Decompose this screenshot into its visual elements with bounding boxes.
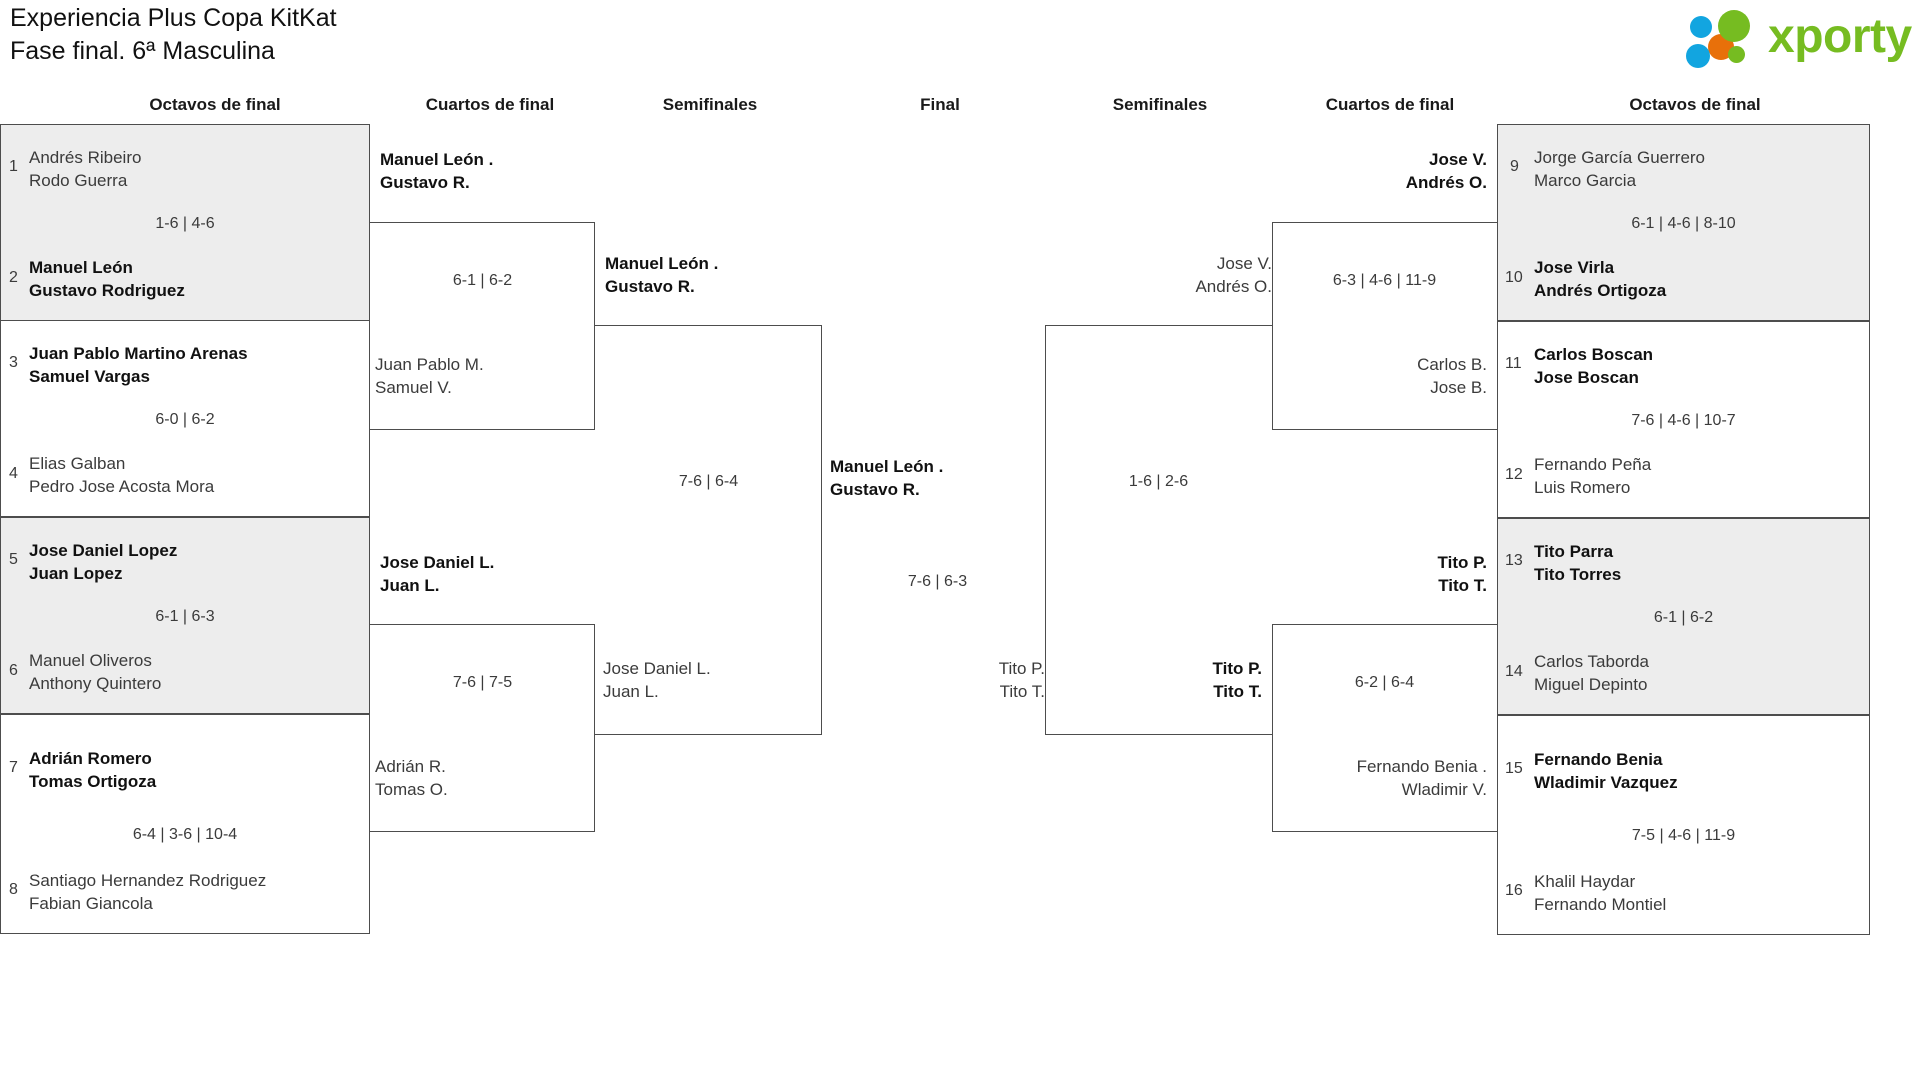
seed-number: 15 [1505, 760, 1523, 777]
advancing-team-right-semis-bottom: Tito P. Tito T. [1212, 659, 1262, 701]
connector-right-semis [1045, 325, 1272, 735]
match-box-right-octavos-4[interactable]: 15 Fernando Benia Wladimir Vazquez 7-5 |… [1497, 715, 1870, 935]
seed-number: 7 [9, 759, 18, 776]
match-score-right-semis: 1-6 | 2-6 [1128, 473, 1189, 490]
match-score: 6-1 | 6-2 [1653, 609, 1714, 626]
seed-number: 10 [1505, 269, 1523, 286]
advancing-team-right-cuartos-2-bottom: Fernando Benia . Wladimir V. [1356, 757, 1487, 799]
seed-number: 8 [9, 881, 18, 898]
logo-dot-green-large [1718, 10, 1750, 42]
seed-number: 1 [9, 158, 18, 175]
match-box-left-octavos-2[interactable]: 3 Juan Pablo Martino Arenas Samuel Varga… [0, 320, 370, 517]
round-header-final: Final [920, 95, 960, 114]
advancing-team-left-semis-bottom: Jose Daniel L. Juan L. [603, 659, 711, 701]
team-names-bottom: Fernando Peña Luis Romero [1534, 455, 1652, 497]
round-header-right-octavos: Octavos de final [1629, 95, 1761, 114]
team-names-bottom: Manuel Oliveros Anthony Quintero [29, 651, 162, 693]
finalist-team: Tito P. Tito T. [998, 659, 1045, 701]
round-header-right-semis: Semifinales [1112, 95, 1208, 114]
team-names-bottom: Khalil Haydar Fernando Montiel [1534, 872, 1667, 914]
advancing-team-left-cuartos-2-top: Jose Daniel L. Juan L. [380, 553, 495, 595]
logo-dot-blue-small [1690, 16, 1712, 38]
xporty-logo: xporty [1686, 8, 1916, 68]
logo-wordmark: xporty [1768, 10, 1912, 63]
match-score-right-cuartos-2: 6-2 | 6-4 [1354, 674, 1415, 691]
tournament-name: Experiencia Plus Copa KitKat [10, 4, 337, 32]
connector-left-cuartos-1 [370, 222, 595, 430]
match-score: 1-6 | 4-6 [155, 215, 215, 232]
team-names-bottom: Santiago Hernandez Rodriguez Fabian Gian… [29, 871, 267, 913]
seed-number: 13 [1505, 552, 1523, 569]
team-names-top: Jose Daniel Lopez Juan Lopez [29, 541, 178, 583]
team-names-top: Juan Pablo Martino Arenas Samuel Vargas [29, 344, 248, 386]
seed-number: 11 [1505, 355, 1522, 372]
team-names-top: Andrés Ribeiro Rodo Guerra [29, 148, 142, 190]
team-names-bottom: Manuel León Gustavo Rodriguez [29, 258, 185, 300]
logo-dots-icon [1686, 10, 1772, 68]
seed-number: 4 [9, 465, 18, 482]
team-names-top: Fernando Benia Wladimir Vazquez [1534, 750, 1678, 792]
match-box-left-octavos-3[interactable]: 5 Jose Daniel Lopez Juan Lopez 6-1 | 6-3… [0, 517, 370, 714]
match-score: 6-1 | 6-3 [155, 608, 215, 625]
team-names-top: Jorge García Guerrero Marco Garcia [1534, 148, 1706, 190]
seed-number: 16 [1505, 882, 1523, 899]
tournament-phase: Fase final. 6ª Masculina [10, 37, 275, 65]
match-score: 7-6 | 4-6 | 10-7 [1631, 412, 1736, 429]
advancing-team-left-cuartos-2-bottom: Adrián R. Tomas O. [375, 757, 448, 799]
round-header-left-cuartos: Cuartos de final [425, 95, 555, 114]
connector-right-cuartos-1 [1272, 222, 1497, 430]
team-names-bottom: Carlos Taborda Miguel Depinto [1534, 652, 1649, 694]
seed-number: 12 [1505, 466, 1523, 483]
advancing-team-left-cuartos-1-top: Manuel León . Gustavo R. [380, 150, 494, 192]
advancing-team-right-semis-top: Jose V. Andrés O. [1195, 254, 1272, 296]
round-header-left-semis: Semifinales [662, 95, 758, 114]
advancing-team-right-cuartos-1-bottom: Carlos B. Jose B. [1417, 355, 1487, 397]
seed-number: 3 [9, 354, 18, 371]
logo-dot-blue-large [1686, 44, 1710, 68]
match-score: 6-1 | 4-6 | 8-10 [1631, 215, 1736, 232]
seed-number: 2 [9, 269, 18, 286]
match-score: 6-0 | 6-2 [155, 411, 215, 428]
seed-number: 9 [1510, 158, 1519, 175]
match-score: 7-5 | 4-6 | 11-9 [1631, 827, 1736, 844]
team-names-top: Adrián Romero Tomas Ortigoza [29, 749, 157, 791]
round-header-left-octavos: Octavos de final [149, 95, 281, 114]
champion-team: Manuel León . Gustavo R. [830, 457, 944, 499]
team-names-bottom: Elias Galban Pedro Jose Acosta Mora [29, 454, 215, 496]
seed-number: 14 [1505, 663, 1523, 680]
advancing-team-left-semis-top: Manuel León . Gustavo R. [605, 254, 719, 296]
match-score: 6-4 | 3-6 | 10-4 [132, 826, 238, 843]
page-title: Experiencia Plus Copa KitKat Fase final.… [10, 2, 337, 68]
seed-number: 6 [9, 662, 18, 679]
connector-left-cuartos-2 [370, 624, 595, 832]
match-box-right-octavos-3[interactable]: 13 Tito Parra Tito Torres 6-1 | 6-2 14 C… [1497, 518, 1870, 715]
match-score-final: 7-6 | 6-3 [907, 573, 968, 590]
match-box-left-octavos-4[interactable]: 7 Adrián Romero Tomas Ortigoza 6-4 | 3-6… [0, 714, 370, 934]
team-names-top: Tito Parra Tito Torres [1534, 542, 1622, 584]
match-box-right-octavos-2[interactable]: 11 Carlos Boscan Jose Boscan 7-6 | 4-6 |… [1497, 321, 1870, 518]
advancing-team-left-cuartos-1-bottom: Juan Pablo M. Samuel V. [375, 355, 484, 397]
logo-dot-green-small [1728, 46, 1745, 63]
connector-right-cuartos-2 [1272, 624, 1497, 832]
match-box-left-octavos-1[interactable]: 1 Andrés Ribeiro Rodo Guerra 1-6 | 4-6 2… [0, 124, 370, 321]
advancing-team-right-cuartos-1-top: Jose V. Andrés O. [1405, 150, 1487, 192]
team-names-top: Carlos Boscan Jose Boscan [1534, 345, 1654, 387]
match-score-right-cuartos-1: 6-3 | 4-6 | 11-9 [1332, 272, 1437, 289]
connector-left-semis [595, 325, 822, 735]
match-score-left-semis: 7-6 | 6-4 [678, 473, 739, 490]
match-box-right-octavos-1[interactable]: 9 Jorge García Guerrero Marco Garcia 6-1… [1497, 124, 1870, 321]
seed-number: 5 [9, 551, 18, 568]
advancing-team-right-cuartos-2-top: Tito P. Tito T. [1437, 553, 1487, 595]
team-names-bottom: Jose Virla Andrés Ortigoza [1534, 258, 1667, 300]
round-header-right-cuartos: Cuartos de final [1325, 95, 1455, 114]
match-score-left-cuartos-1: 6-1 | 6-2 [452, 272, 513, 289]
match-score-left-cuartos-2: 7-6 | 7-5 [452, 674, 513, 691]
